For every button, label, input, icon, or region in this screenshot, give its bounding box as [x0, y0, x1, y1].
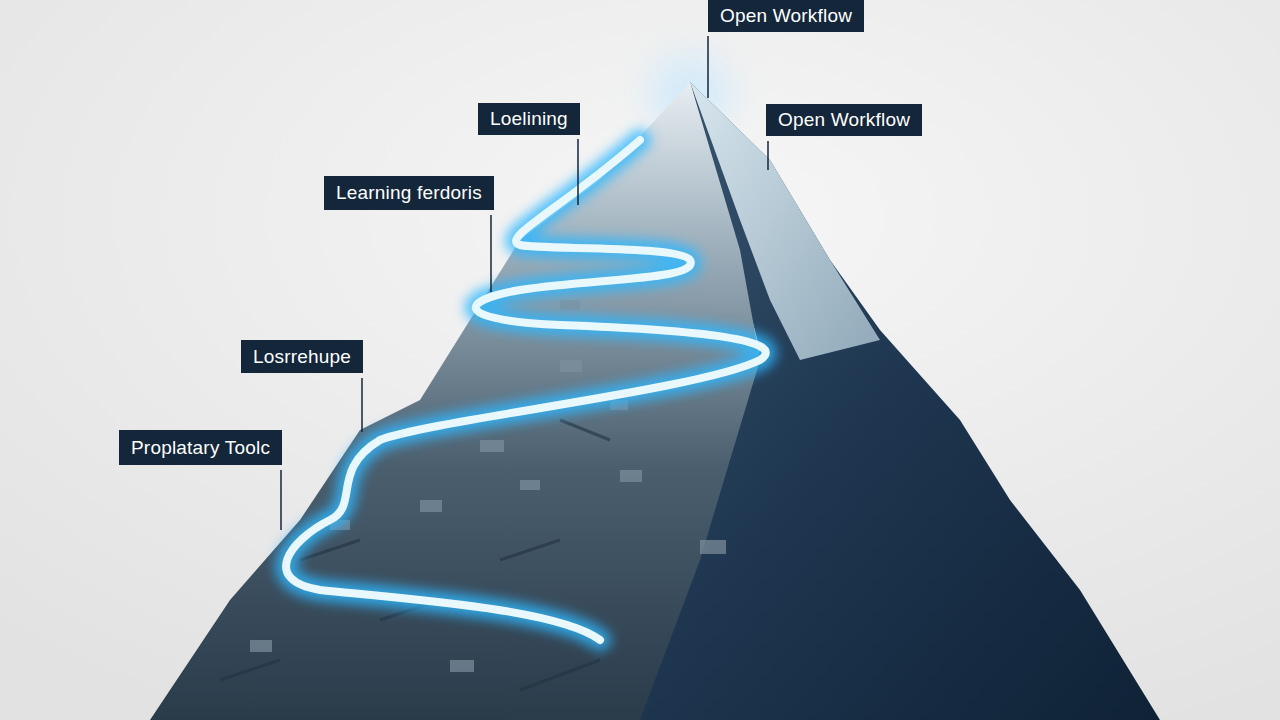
leader-lines [281, 36, 768, 530]
label-box: Loelining [478, 103, 580, 135]
label-box: Losrrehupe [241, 340, 363, 373]
label-box: Open Workflow [708, 0, 864, 32]
label-box: Open Workflow [766, 104, 922, 136]
label-text: Open Workflow [720, 5, 852, 27]
label-text: Proplatary Toolc [131, 437, 270, 459]
path-core [286, 140, 766, 640]
label-box: Learning ferdoris [324, 176, 494, 210]
label-box: Proplatary Toolc [119, 430, 282, 465]
label-text: Learning ferdoris [336, 182, 482, 204]
path-glow [286, 140, 766, 640]
label-text: Loelining [490, 108, 568, 130]
label-text: Losrrehupe [253, 346, 351, 368]
label-text: Open Workflow [778, 109, 910, 131]
mountain-left-face [150, 82, 760, 720]
